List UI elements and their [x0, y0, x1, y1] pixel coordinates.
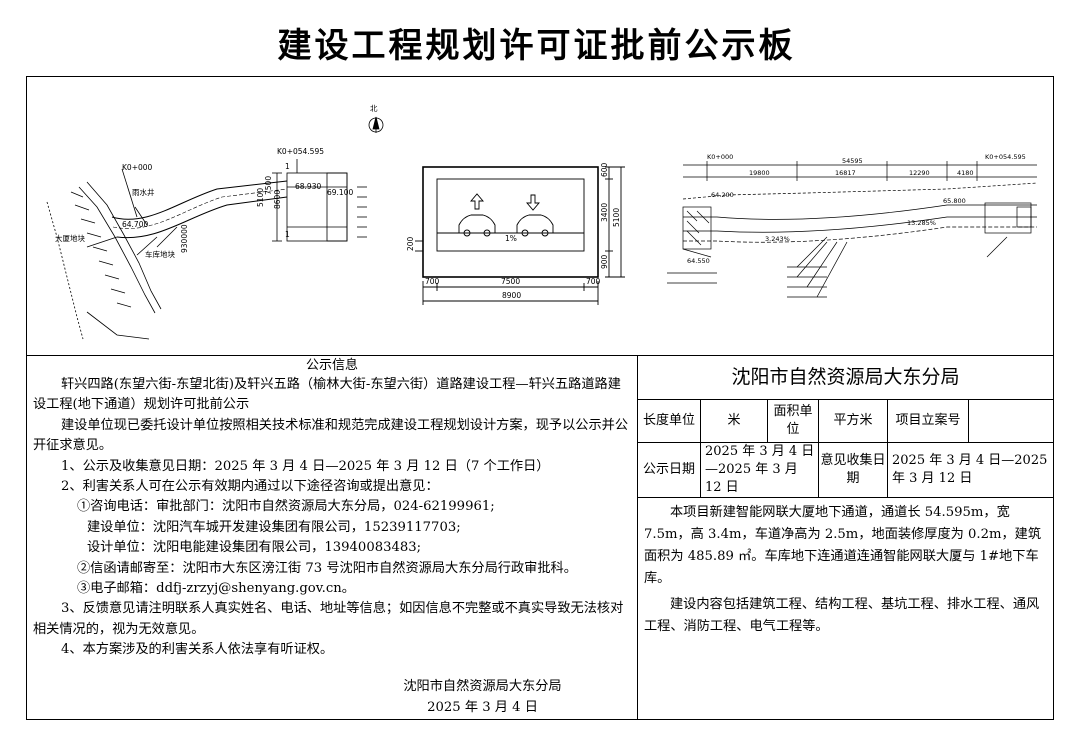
profile-slope-1: 3.243% [765, 235, 790, 243]
profile-len-3: 12290 [909, 169, 930, 177]
profile-len-2: 16817 [835, 169, 856, 177]
project-description: 本项目新建智能网联大厦地下通道，通道长 54.595m，宽 7.5m，高 3.4… [644, 504, 1042, 586]
section-slope: 1% [505, 234, 517, 243]
project-scope: 建设内容包括建筑工程、结构工程、基坑工程、排水工程、通风工程、消防工程、电气工程… [644, 596, 1040, 634]
section-dim-side: 200 [406, 236, 415, 251]
info-table: 长度单位 米 面积单位 平方米 项目立案号 公示日期 2025 年 3 月 4 … [638, 400, 1053, 498]
profile-station-end: K0+054.595 [985, 153, 1026, 161]
profile-elev-b: 64.550 [687, 257, 710, 265]
notice-designer: 设计单位：沈阳电能建设集团有限公司，13940083483; [87, 540, 422, 556]
length-unit-value: 米 [700, 400, 768, 443]
profile-slope-2: 13.285% [907, 219, 936, 227]
plan-num-2: 1 [285, 230, 290, 239]
plan-elev-3: 64.700 [122, 220, 148, 229]
plan-station-start: K0+000 [122, 163, 153, 172]
page-title: 建设工程规划许可证批前公示板 [277, 26, 796, 66]
project-no-label: 项目立案号 [887, 400, 969, 443]
plan-dim-1: 5100 [256, 188, 265, 207]
plan-view [46, 116, 384, 340]
profile-len-1: 19800 [749, 169, 770, 177]
notice-mail: ②信函请邮寄至：沈阳市大东区滂江街 73 号沈阳市自然资源局大东分局行政审批科。 [77, 560, 577, 576]
bottom-panel: 公示信息 轩兴四路(东望六街-东望北街)及轩兴五路（榆林大街-东望六街）道路建设… [27, 355, 1053, 719]
notice-board: 北 K0+000 K0+054.595 雨水井 68.930 69.100 64… [26, 76, 1054, 720]
engineering-drawings: 北 K0+000 K0+054.595 雨水井 68.930 69.100 64… [46, 104, 1038, 340]
section-dim-mid: 7500 [501, 277, 520, 286]
plan-elev-2: 69.100 [327, 188, 353, 197]
notice-project: 轩兴四路(东望六街-东望北街)及轩兴五路（榆林大街-东望六街）道路建设工程—轩兴… [33, 377, 621, 413]
plan-dim-3: 8600 [273, 190, 282, 209]
bureau-name: 沈阳市自然资源局大东分局 [638, 355, 1053, 400]
collect-date-label: 意见收集日期 [818, 441, 888, 498]
notice-item-4: 4、本方案涉及的利害关系人依法享有听证权。 [61, 642, 334, 658]
cross-section-view [415, 166, 625, 305]
length-unit-label: 长度单位 [638, 400, 701, 443]
profile-len-total: 54595 [842, 157, 863, 165]
section-dim-right: 700 [586, 277, 601, 286]
section-dim-h1: 600 [600, 162, 609, 177]
area-unit-label: 面积单位 [767, 400, 819, 443]
profile-elev-c: 65.800 [943, 197, 966, 205]
notice-section: 公示信息 轩兴四路(东望六街-东望北街)及轩兴五路（榆林大街-东望六街）道路建设… [27, 355, 638, 719]
section-dim-h3: 900 [600, 254, 609, 269]
notice-intro: 建设单位现已委托设计单位按照相关技术标准和规范完成建设工程规划设计方案，现予以公… [33, 417, 629, 454]
area-unit-value: 平方米 [818, 400, 888, 443]
plan-station-end: K0+054.595 [277, 147, 324, 156]
profile-view [667, 161, 1038, 298]
plan-dim-2: 7500 [264, 176, 273, 195]
plan-dim-4: 930000 [180, 224, 189, 253]
collect-date-value: 2025 年 3 月 4 日—2025 年 3 月 12 日 [887, 441, 1053, 498]
notice-sign-org: 沈阳市自然资源局大东分局 [403, 679, 562, 694]
notice-date-label: 公示日期 [638, 441, 701, 498]
notice-item-1: 1、公示及收集意见日期：2025 年 3 月 4 日—2025 年 3 月 12… [61, 458, 550, 474]
plan-label-b: 车库地块 [145, 249, 175, 259]
notice-builder: 建设单位：沈阳汽车城开发建设集团有限公司，15239117703; [87, 519, 461, 535]
notice-email[interactable]: ③电子邮箱：ddfj-zrzyj@shenyang.gov.cn。 [77, 581, 355, 597]
info-section: 沈阳市自然资源局大东分局 长度单位 米 面积单位 平方米 项目立案号 公示日期 … [638, 355, 1053, 719]
notice-date-value: 2025 年 3 月 4 日—2025 年 3 月 12 日 [700, 441, 819, 498]
plan-label-a: 大厦地块 [55, 233, 85, 243]
section-dim-h2: 3400 [600, 203, 609, 222]
north-label: 北 [370, 104, 378, 113]
plan-elev-1: 68.930 [295, 182, 321, 191]
plan-note-intake: 雨水井 [132, 187, 155, 197]
notice-phone: ①咨询电话：审批部门：沈阳市自然资源局大东分局，024-62199961; [77, 499, 495, 515]
drawings-panel: 北 K0+000 K0+054.595 雨水井 68.930 69.100 64… [27, 77, 1053, 356]
plan-num-1: 1 [285, 162, 290, 171]
notice-heading: 公示信息 [305, 358, 358, 373]
section-dim-total: 8900 [502, 291, 521, 300]
profile-len-4: 4180 [957, 169, 974, 177]
notice-item-2: 2、利害关系人可在公示有效期内通过以下途径咨询或提出意见： [61, 479, 439, 495]
section-dim-left: 700 [425, 277, 440, 286]
profile-elev-a: 64.200 [711, 191, 734, 199]
notice-sign-date: 2025 年 3 月 4 日 [427, 700, 538, 715]
notice-item-3: 3、反馈意见请注明联系人真实姓名、电话、地址等信息；如因信息不完整或不真实导致无… [33, 601, 624, 637]
section-dim-h4: 5100 [612, 208, 621, 227]
project-no-value [968, 400, 1053, 443]
profile-station-start: K0+000 [707, 153, 733, 161]
